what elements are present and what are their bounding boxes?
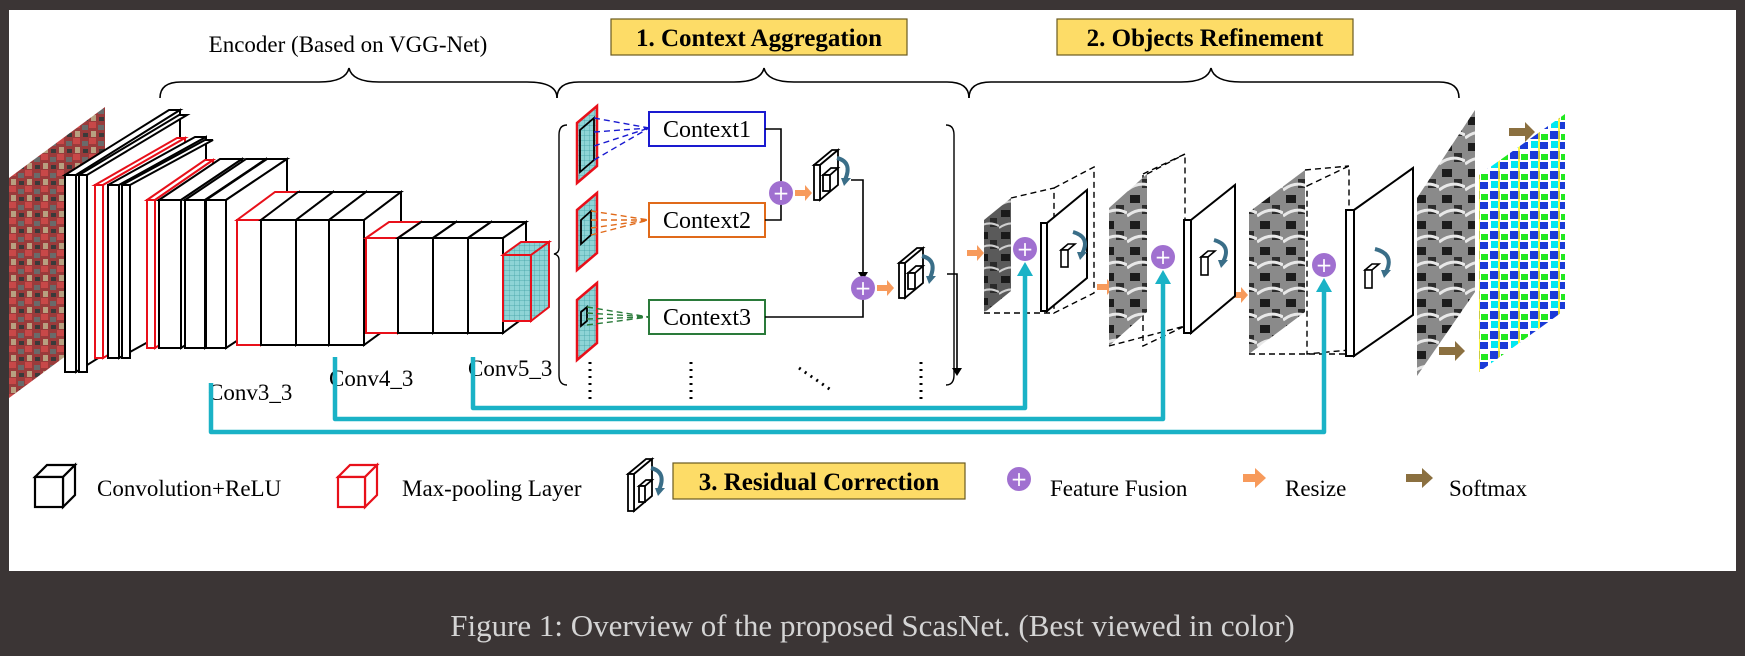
context2-projection [590, 210, 650, 236]
svg-text:Context3: Context3 [663, 305, 751, 331]
svg-text:2. Objects Refinement: 2. Objects Refinement [1087, 25, 1324, 52]
context1-projection [593, 117, 650, 161]
diagram-panel: Encoder (Based on VGG-Net) 1. Context Ag… [9, 10, 1736, 571]
residual-correction-heading: 3. Residual Correction [672, 462, 966, 500]
refinement-brace [968, 67, 1460, 99]
legend-resize-label: Resize [1285, 476, 1346, 501]
svg-text:+: + [855, 276, 872, 300]
encoder-title: Encoder (Based on VGG-Net) [209, 32, 488, 57]
context3-box: Context3 [648, 299, 766, 335]
legend-softmax-icon [1406, 468, 1433, 488]
encoder-stack [61, 108, 553, 374]
context3-projection [586, 306, 650, 326]
encoder-brace [159, 67, 558, 99]
svg-text:Context2: Context2 [663, 208, 751, 234]
conv3-label: Conv3_3 [208, 380, 292, 405]
refinement-stage-1 [984, 165, 1095, 315]
svg-text:Context1: Context1 [663, 117, 751, 143]
legend-residual-icon [625, 457, 665, 513]
fusion-node-context-1: + [769, 181, 793, 205]
legend-softmax-label: Softmax [1449, 476, 1527, 501]
continuation-dots [588, 362, 923, 404]
svg-text:+: + [1011, 467, 1028, 491]
svg-text:+: + [1316, 253, 1333, 277]
svg-text:3. Residual Correction: 3. Residual Correction [699, 469, 940, 496]
legend-resize-icon [1243, 468, 1266, 488]
svg-text:1. Context Aggregation: 1. Context Aggregation [636, 25, 882, 52]
fusion-node-context-2: + [851, 276, 875, 300]
residual-block-context-1 [811, 148, 851, 202]
context-connectors [765, 128, 958, 368]
context-bracket [553, 124, 955, 386]
fusion-node-refine-1: + [1013, 237, 1037, 261]
softmax-arrows [1439, 122, 1535, 361]
scasnet-diagram: Encoder (Based on VGG-Net) 1. Context Ag… [9, 18, 1565, 513]
refined-gray-output [1417, 110, 1475, 376]
legend-conv-icon [32, 462, 78, 510]
context-patch-2 [575, 190, 599, 273]
legend-pool-icon [335, 462, 380, 510]
skip-connections [208, 272, 1327, 435]
context2-box: Context2 [648, 202, 766, 238]
residual-block-context-2 [896, 246, 936, 300]
objects-refinement-heading: 2. Objects Refinement [1056, 18, 1354, 56]
legend-fusion-icon: + [1007, 467, 1031, 491]
svg-text:+: + [773, 181, 790, 205]
legend-conv-label: Convolution+ReLU [97, 476, 282, 501]
context-patch-1 [575, 103, 599, 186]
context-brace [556, 67, 970, 99]
fusion-node-refine-2: + [1151, 245, 1175, 269]
skip-arrowheads [1017, 262, 1332, 292]
context1-box: Context1 [648, 111, 766, 147]
segmentation-output [1479, 114, 1565, 372]
refinement-stage-2 [1108, 152, 1236, 348]
fusion-node-refine-3: + [1312, 253, 1336, 277]
legend-fusion-label: Feature Fusion [1050, 476, 1188, 501]
legend-pool-label: Max-pooling Layer [402, 476, 582, 501]
context-aggregation-heading: 1. Context Aggregation [610, 18, 908, 56]
conv5-label: Conv5_3 [468, 356, 552, 381]
svg-text:+: + [1017, 237, 1034, 261]
conv4-label: Conv4_3 [329, 366, 413, 391]
svg-text:+: + [1155, 245, 1172, 269]
refinement-stage-3 [1249, 164, 1414, 358]
context-patch-3 [575, 280, 599, 363]
resize-arrows [795, 185, 1410, 311]
figure-caption: Figure 1: Overview of the proposed ScasN… [450, 608, 1295, 643]
